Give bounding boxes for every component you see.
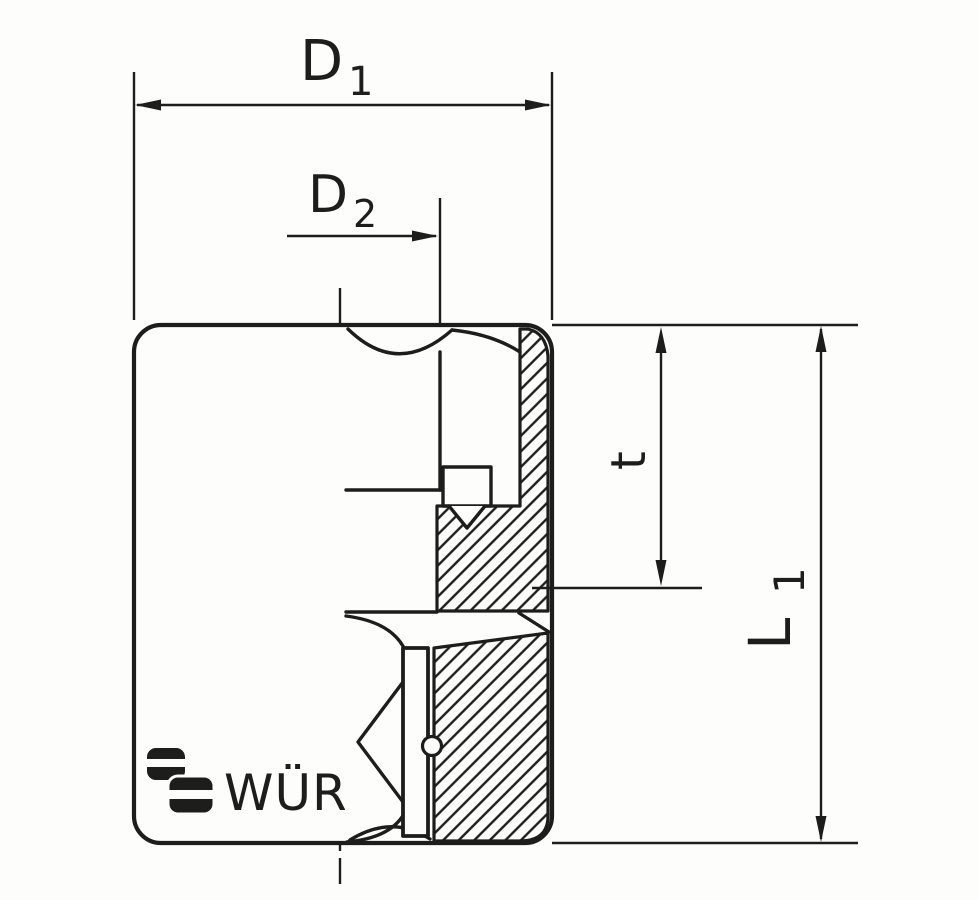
cross-hole-circle	[420, 734, 444, 758]
square-drive-section	[344, 327, 551, 634]
lower-wall-hatched-section	[432, 631, 550, 843]
wall-taper-line	[517, 611, 551, 634]
l1-label: L	[736, 618, 804, 650]
detent-ball-seat-vee	[447, 504, 487, 530]
d1-label-subscript: 1	[348, 59, 373, 105]
cavity-shoulder-curve	[344, 614, 407, 652]
d2-label-subscript: 2	[353, 192, 377, 236]
dimension-t: t	[532, 323, 858, 590]
dimension-d2: D 2	[287, 165, 442, 326]
l1-label-subscript: 1	[765, 567, 814, 594]
l1-arrow-down-icon	[815, 816, 827, 842]
t-arrow-up-icon	[655, 327, 667, 353]
d1-label: D	[300, 29, 343, 94]
wuerth-logo-icon	[143, 748, 217, 816]
dimension-l1: L 1	[552, 326, 858, 845]
d2-arrow-icon	[412, 230, 438, 242]
t-label: t	[601, 451, 657, 470]
l1-arrow-up-icon	[815, 326, 827, 352]
logo-slot-top	[143, 759, 189, 767]
d1-arrow-left-icon	[135, 99, 161, 111]
hex-flank-lines	[356, 656, 423, 828]
brand-mark: WÜR	[143, 748, 348, 822]
d1-arrow-right-icon	[525, 99, 551, 111]
d2-label: D	[308, 165, 348, 225]
hex-cavity-section	[344, 614, 550, 844]
drive-opening-chamfer-curve-left	[346, 327, 454, 356]
detent-pin-block	[441, 465, 493, 508]
logo-slot-bottom	[165, 790, 217, 799]
brand-text: WÜR	[224, 764, 348, 822]
dimension-d1: D 1	[132, 29, 554, 320]
drive-opening-chamfer-curve-right	[450, 328, 522, 354]
t-arrow-down-icon	[655, 560, 667, 586]
